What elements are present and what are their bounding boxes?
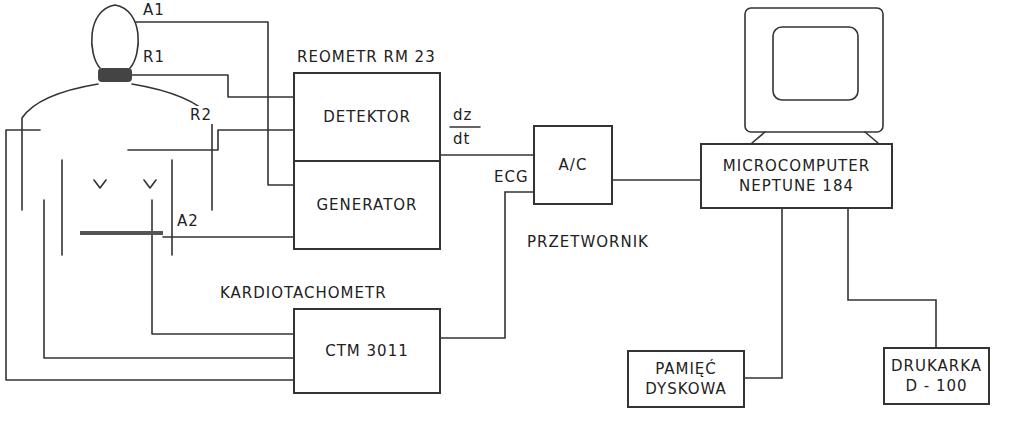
box-content: DRUKARKA D - 100: [885, 349, 988, 403]
electrode-wire: [152, 200, 293, 334]
electrode-label: R2: [189, 106, 213, 124]
electrode-wire: [136, 22, 293, 185]
electrode-wire: [44, 200, 293, 358]
printer-box: DRUKARKA D - 100: [883, 347, 990, 405]
body-outline: [171, 160, 173, 255]
signal-line: [848, 209, 936, 347]
signal-label: dz: [452, 106, 473, 124]
signal-line: [745, 209, 782, 378]
neck-electrode: [98, 68, 132, 82]
storage-box: PAMIĘĆ DYSKOWA: [627, 350, 745, 408]
box-label: GENERATOR: [316, 195, 417, 215]
electrode-wire: [6, 130, 293, 380]
box-label: DRUKARKA D - 100: [891, 356, 982, 397]
waist-electrode: [80, 231, 163, 235]
chest-mark: [94, 180, 106, 188]
module-box: DETEKTOR: [295, 74, 439, 162]
electrode-label: R1: [142, 48, 166, 66]
electrode-label: A1: [142, 1, 166, 19]
electrode-wire: [163, 236, 293, 238]
body-outline: [22, 84, 98, 210]
signal-line: [441, 192, 533, 338]
box-caption: PRZETWORNIK: [527, 233, 649, 251]
monitor-outline: [745, 8, 883, 132]
fraction-bar: [450, 126, 480, 128]
box-content: CTM 3011: [295, 310, 439, 392]
box-label: PAMIĘĆ DYSKOWA: [635, 359, 737, 400]
electrode-wire: [128, 130, 293, 150]
converter-box: A/CPRZETWORNIK: [533, 125, 613, 205]
instrument-box: REOMETR RM 23DETEKTORGENERATOR: [293, 72, 441, 250]
electrode-label: A2: [176, 212, 200, 230]
chest-mark: [144, 180, 156, 188]
device-box: KARDIOTACHOMETRCTM 3011: [293, 308, 441, 394]
signal-label: ECG: [493, 168, 530, 186]
head-outline: [92, 5, 139, 68]
box-content: PAMIĘĆ DYSKOWA: [629, 352, 743, 406]
signal-line: [613, 179, 700, 181]
signal-label: dt: [452, 130, 471, 148]
box-label: MICROCOMPUTER NEPTUNE 184: [708, 156, 885, 197]
computer-box: MICROCOMPUTER NEPTUNE 184: [700, 143, 893, 209]
box-label: CTM 3011: [325, 341, 409, 361]
box-heading: REOMETR RM 23: [297, 48, 436, 66]
signal-line: [439, 154, 533, 156]
electrode-wire: [132, 75, 293, 97]
box-content: MICROCOMPUTER NEPTUNE 184: [702, 145, 891, 207]
body-outline: [61, 160, 63, 255]
monitor-stand: [752, 132, 878, 143]
box-heading: KARDIOTACHOMETR: [220, 284, 387, 302]
box-content: GENERATOR: [295, 162, 439, 248]
box-content: A/C: [535, 127, 611, 203]
module-box: GENERATOR: [295, 162, 439, 248]
box-label: A/C: [559, 155, 588, 175]
box-label: DETEKTOR: [323, 107, 411, 127]
monitor-screen: [773, 27, 858, 100]
box-content: DETEKTOR: [295, 74, 439, 160]
